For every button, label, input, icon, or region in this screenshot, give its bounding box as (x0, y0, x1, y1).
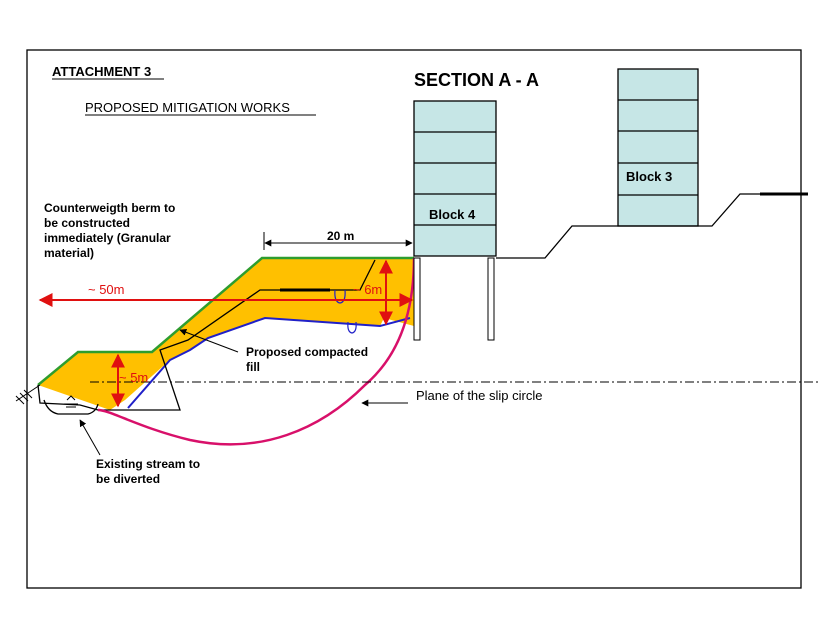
ground-hatch-2 (19, 392, 29, 402)
page-frame (26, 49, 802, 589)
dim-5m-label: ~ 5m (119, 370, 148, 385)
stream-label-line1: Existing stream to (96, 457, 200, 471)
slip-plane-label: Plane of the slip circle (416, 388, 542, 403)
section-title: SECTION A - A (414, 70, 539, 90)
berm-label: Counterweigth berm to be constructed imm… (44, 201, 179, 260)
fill-label-line2: fill (246, 360, 260, 374)
dim-20m-label: 20 m (327, 229, 354, 243)
berm-surface (37, 256, 414, 386)
block-4-pile (487, 257, 495, 341)
upper-ground-profile (496, 193, 808, 259)
stream-channel (43, 399, 99, 415)
block-3-building (617, 68, 699, 227)
dim-6m-label: ~ 6m (353, 282, 382, 297)
berm-label-line1: Counterweigth berm to (44, 201, 175, 215)
subtitle: PROPOSED MITIGATION WORKS (85, 100, 290, 115)
piezometer-icon-2 (347, 321, 357, 334)
berm-label-line2: be constructed (44, 216, 130, 230)
water-table-line (127, 316, 411, 409)
ground-hatch-1 (15, 395, 25, 405)
stream-leader-arrow (79, 419, 101, 456)
stream-label-line2: be diverted (96, 472, 160, 486)
ground-hatch-3 (23, 389, 33, 399)
ground-hatch-line (15, 384, 41, 402)
dim-50m-label: ~ 50m (88, 282, 125, 297)
block-4-pile (413, 257, 421, 341)
attachment-label: ATTACHMENT 3 (52, 64, 151, 79)
block-3-label: Block 3 (626, 169, 672, 184)
fill-label-line1: Proposed compacted (246, 345, 368, 359)
water-level-icon (66, 395, 76, 401)
stream-label: Existing stream to be diverted (96, 457, 203, 486)
berm-label-line3: immediately (Granular (44, 231, 171, 245)
berm-label-line4: material) (44, 246, 94, 260)
fill-label: Proposed compacted fill (246, 345, 371, 374)
fill-leader-arrow (179, 328, 239, 353)
compacted-fill (38, 258, 414, 410)
block-4-label: Block 4 (429, 207, 476, 222)
block-4-building (413, 100, 497, 257)
slip-circle (97, 257, 416, 446)
